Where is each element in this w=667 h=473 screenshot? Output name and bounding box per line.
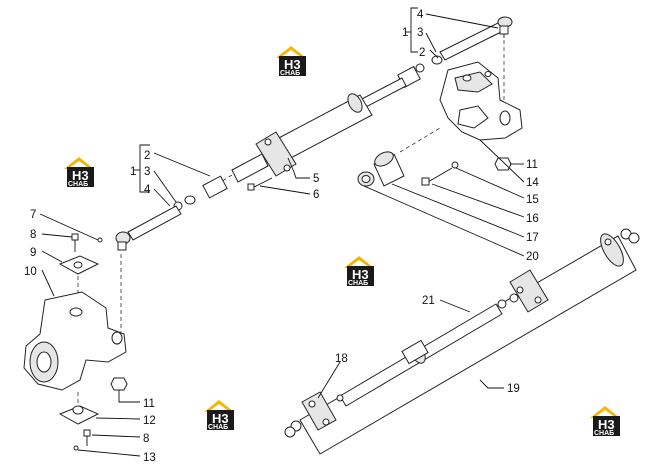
callouts: 4 1 3 2 2 1 3 4 5 6 7 8 9 10 11 12 8 13 … [24, 9, 539, 464]
callout-3-top: 3 [417, 27, 423, 39]
logo-text: H3 [212, 411, 229, 426]
callout-16: 16 [526, 213, 539, 225]
callout-7: 7 [30, 209, 36, 221]
steering-cylinder-top [231, 63, 425, 191]
callout-19: 19 [507, 383, 520, 395]
callout-6: 6 [313, 189, 319, 201]
logo-subtext: CHAБ [68, 181, 88, 188]
callout-8-lower: 8 [143, 433, 149, 445]
logo-text: H3 [284, 57, 301, 72]
callout-11-right: 11 [526, 159, 538, 171]
bushing-set [357, 127, 459, 187]
callout-10: 10 [24, 266, 37, 278]
top-tie-rod-assembly [431, 16, 513, 110]
logo-subtext: CHAБ [280, 70, 300, 77]
brand-logo: H3 CHAБ [204, 400, 234, 431]
logo-text: H3 [72, 168, 89, 183]
callout-20: 20 [526, 251, 539, 263]
logo-text: H3 [352, 267, 369, 282]
brand-logo: H3 CHAБ [344, 256, 374, 287]
logo-subtext: CHAБ [594, 430, 614, 437]
callout-4-mid: 4 [144, 184, 151, 196]
logo-text: H3 [598, 417, 615, 432]
callout-3-mid: 3 [144, 166, 150, 178]
callout-11-left: 11 [143, 398, 155, 410]
callout-8-upper: 8 [30, 229, 36, 241]
callout-5: 5 [313, 173, 319, 185]
callout-1-top: 1 [402, 27, 408, 39]
callout-2-mid: 2 [144, 150, 150, 162]
brand-logo: H3 CHAБ [590, 406, 620, 437]
middle-tie-rod-assembly [115, 175, 228, 332]
left-knuckle [23, 233, 128, 451]
callout-18: 18 [335, 353, 348, 365]
brand-logo: H3 CHAБ [276, 46, 306, 77]
callout-9: 9 [30, 247, 36, 259]
callout-17: 17 [526, 232, 539, 244]
logo-subtext: CHAБ [348, 280, 368, 287]
callout-4-top: 4 [417, 9, 424, 21]
callout-1-mid: 1 [130, 166, 136, 178]
brand-logo: H3 CHAБ [64, 157, 94, 188]
right-knuckle [439, 61, 523, 171]
callout-15: 15 [526, 194, 539, 206]
callout-12: 12 [143, 415, 156, 427]
callout-2-top: 2 [419, 47, 425, 59]
callout-14: 14 [526, 177, 539, 189]
logo-subtext: CHAБ [208, 424, 228, 431]
callout-13: 13 [143, 452, 156, 464]
callout-21: 21 [422, 295, 435, 307]
leader-lines [39, 7, 525, 457]
lower-cylinder-assembly [284, 228, 640, 455]
